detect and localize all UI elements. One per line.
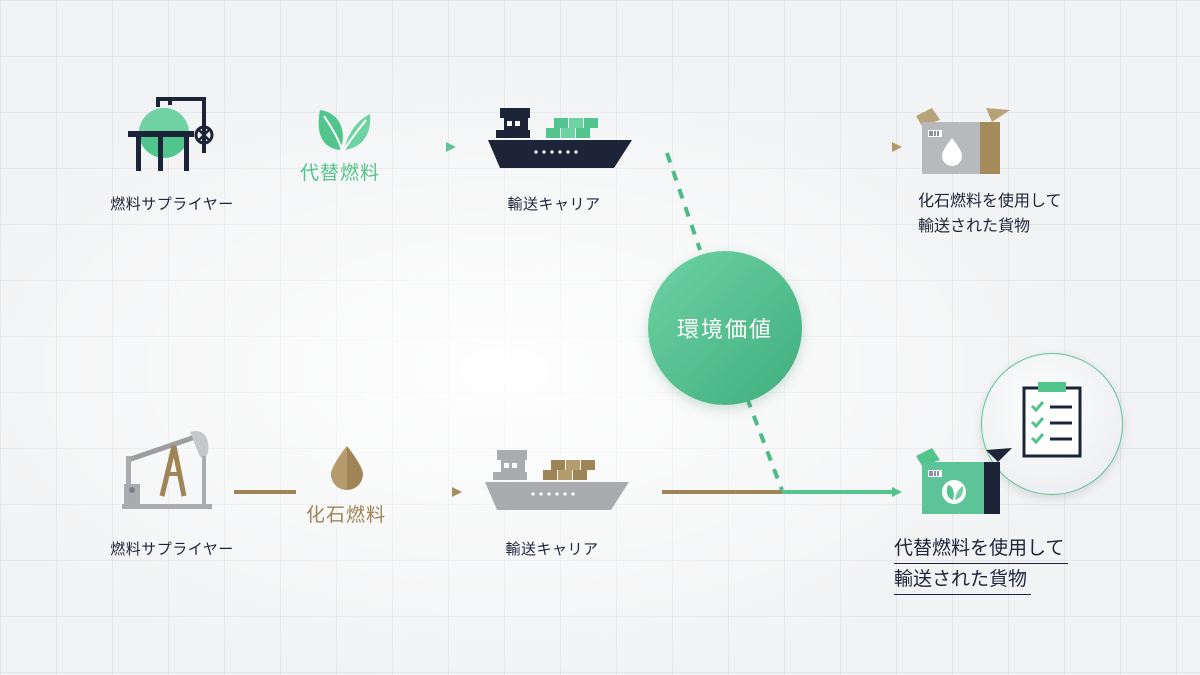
bottom-carrier-label: 輸送キャリア: [505, 540, 599, 558]
box-eco-icon: [916, 448, 1012, 514]
top-supplier-label: 燃料サプライヤー: [110, 195, 234, 213]
oil-pump-icon: [122, 431, 212, 509]
bottom-arrow-carrier: [452, 487, 462, 497]
top-destination-label: 化石燃料を使用して 輸送された貨物: [918, 188, 1062, 238]
top-carrier-label: 輸送キャリア: [507, 195, 601, 213]
bottom-arrow-destination: [892, 487, 902, 497]
leaf-icon: [318, 110, 371, 151]
top-fuel-label: 代替燃料: [299, 162, 381, 184]
top-arrow-destination: [892, 142, 902, 152]
environmental-value-circle: 環境価値: [648, 251, 802, 405]
gas-plant-icon: [128, 97, 214, 171]
box-fossil-icon: [916, 108, 1010, 174]
bottom-destination-line-1: 代替燃料を使用して: [894, 533, 1069, 564]
value-dash-bottom: [745, 397, 784, 491]
top-destination-line-2: 輸送された貨物: [918, 216, 1031, 235]
value-dash-top: [665, 152, 702, 251]
top-destination-line-1: 化石燃料を使用して: [918, 191, 1062, 210]
bottom-destination-label: 代替燃料を使用して 輸送された貨物: [894, 533, 1069, 595]
bottom-destination-line-2: 輸送された貨物: [894, 564, 1032, 595]
cargo-ship-icon: [488, 108, 632, 168]
top-arrow-carrier: [446, 142, 456, 152]
cargo-ship-icon: [485, 450, 629, 510]
checklist-icon: [1022, 382, 1082, 458]
bottom-fuel-label: 化石燃料: [305, 504, 387, 526]
bottom-supplier-label: 燃料サプライヤー: [110, 540, 234, 558]
oil-drop-icon: [331, 446, 363, 490]
environmental-value-label: 環境価値: [676, 318, 773, 343]
